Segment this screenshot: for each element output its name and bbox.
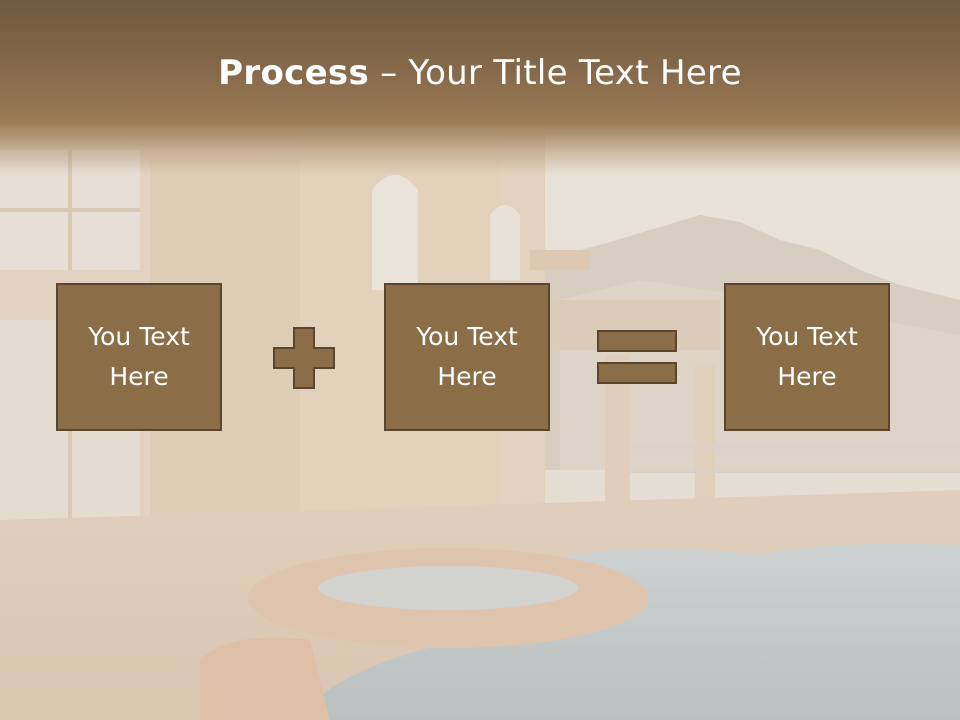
plus-icon <box>273 327 335 389</box>
title-bar <box>0 0 960 175</box>
process-box-1[interactable]: You Text Here <box>56 283 222 431</box>
process-box-2[interactable]: You Text Here <box>384 283 550 431</box>
title-rest-text: – Your Title Text Here <box>369 53 742 93</box>
equals-icon <box>597 330 677 384</box>
slide-title[interactable]: Process – Your Title Text Here <box>0 53 960 93</box>
process-box-3[interactable]: You Text Here <box>724 283 890 431</box>
process-box-2-text: You Text Here <box>416 322 518 391</box>
process-box-3-text: You Text Here <box>756 322 858 391</box>
process-box-1-text: You Text Here <box>88 322 190 391</box>
title-bold-text: Process <box>218 53 370 93</box>
